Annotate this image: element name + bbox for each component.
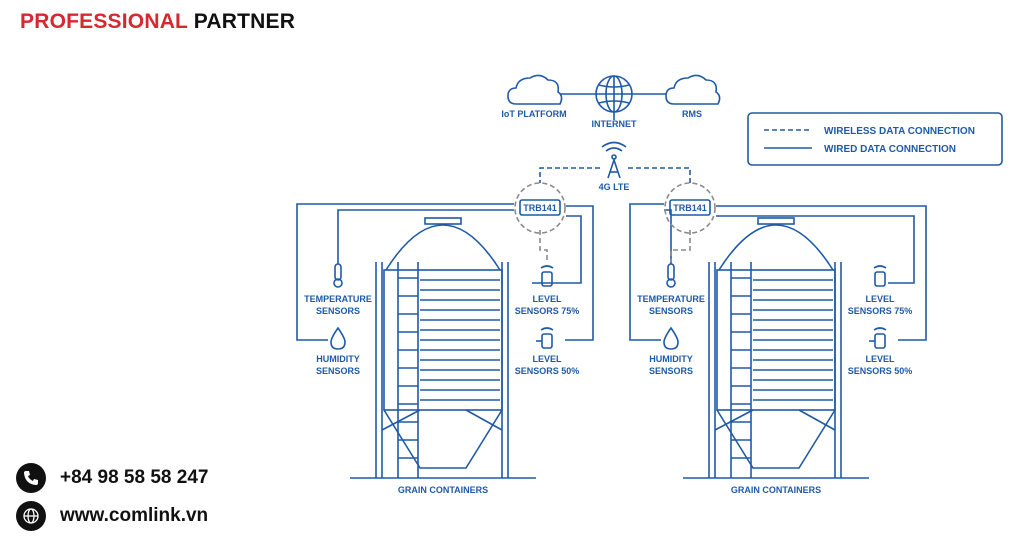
globe-icon (16, 501, 46, 531)
level-sensor-icon-1b (536, 327, 554, 349)
cloud-icon-rms (665, 74, 721, 105)
silo2-level50-line2: SENSORS 50% (848, 366, 913, 376)
label-iot-platform: IoT PLATFORM (501, 109, 566, 119)
silo2-temp-line2: SENSORS (649, 306, 693, 316)
level-sensor-icon-2a (873, 265, 887, 287)
silo-1: TRB141 (296, 182, 594, 479)
legend-wired-label: WIRED DATA CONNECTION (824, 144, 956, 155)
phone-icon (16, 463, 46, 493)
silo2-level50-line1: LEVEL (865, 354, 895, 364)
contact-web-row[interactable]: www.comlink.vn (16, 501, 208, 531)
tower-icon-4g (601, 141, 627, 179)
wireless-link-right (628, 167, 691, 183)
wireless-link-left (539, 167, 600, 183)
globe-icon-internet (595, 75, 633, 113)
silo1-temp-line2: SENSORS (316, 306, 360, 316)
gateway-device-1 (519, 199, 561, 216)
gateway-device-2 (669, 199, 711, 216)
silo1-humidity-line1: HUMIDITY (316, 354, 360, 364)
thermometer-icon-2 (666, 263, 676, 288)
brand-part-partner: PARTNER (193, 10, 296, 33)
gateway-label-1: TRB141 (523, 203, 557, 213)
silo2-humidity-line2: SENSORS (649, 366, 693, 376)
contact-phone-row[interactable]: +84 98 58 58 247 (16, 463, 208, 493)
silo2-level75-line1: LEVEL (865, 294, 895, 304)
phone-number[interactable]: +84 98 58 58 247 (60, 467, 209, 488)
cloud-icon-iot-platform (507, 74, 563, 105)
droplet-icon-1 (330, 326, 346, 350)
gateway-label-2: TRB141 (673, 203, 707, 213)
droplet-icon-2 (663, 326, 679, 350)
label-internet: INTERNET (592, 119, 638, 129)
silo2-caption: GRAIN CONTAINERS (731, 485, 821, 495)
brand-title: PROFESSIONAL PARTNER (20, 10, 295, 34)
silo-2: TRB141 (629, 182, 927, 479)
silo1-caption: GRAIN CONTAINERS (398, 485, 488, 495)
silo2-humidity-line1: HUMIDITY (649, 354, 693, 364)
label-rms: RMS (682, 109, 702, 119)
silo1-humidity-line2: SENSORS (316, 366, 360, 376)
silo2-level75-line2: SENSORS 75% (848, 306, 913, 316)
silo1-level75-line1: LEVEL (532, 294, 562, 304)
silo1-temp-line1: TEMPERATURE (304, 294, 372, 304)
level-sensor-icon-2b (869, 327, 887, 349)
website-link[interactable]: www.comlink.vn (60, 505, 209, 526)
silo2-temp-line1: TEMPERATURE (637, 294, 705, 304)
silo1-level50-line2: SENSORS 50% (515, 366, 580, 376)
legend-box (747, 112, 1003, 166)
level-sensor-icon-1a (540, 265, 554, 287)
label-4g-lte: 4G LTE (599, 182, 630, 192)
silo1-level50-line1: LEVEL (532, 354, 562, 364)
legend-wireless-label: WIRELESS DATA CONNECTION (824, 126, 975, 137)
thermometer-icon-1 (333, 263, 343, 288)
brand-part-professional: PROFESSIONAL (20, 10, 188, 33)
silo1-level75-line2: SENSORS 75% (515, 306, 580, 316)
